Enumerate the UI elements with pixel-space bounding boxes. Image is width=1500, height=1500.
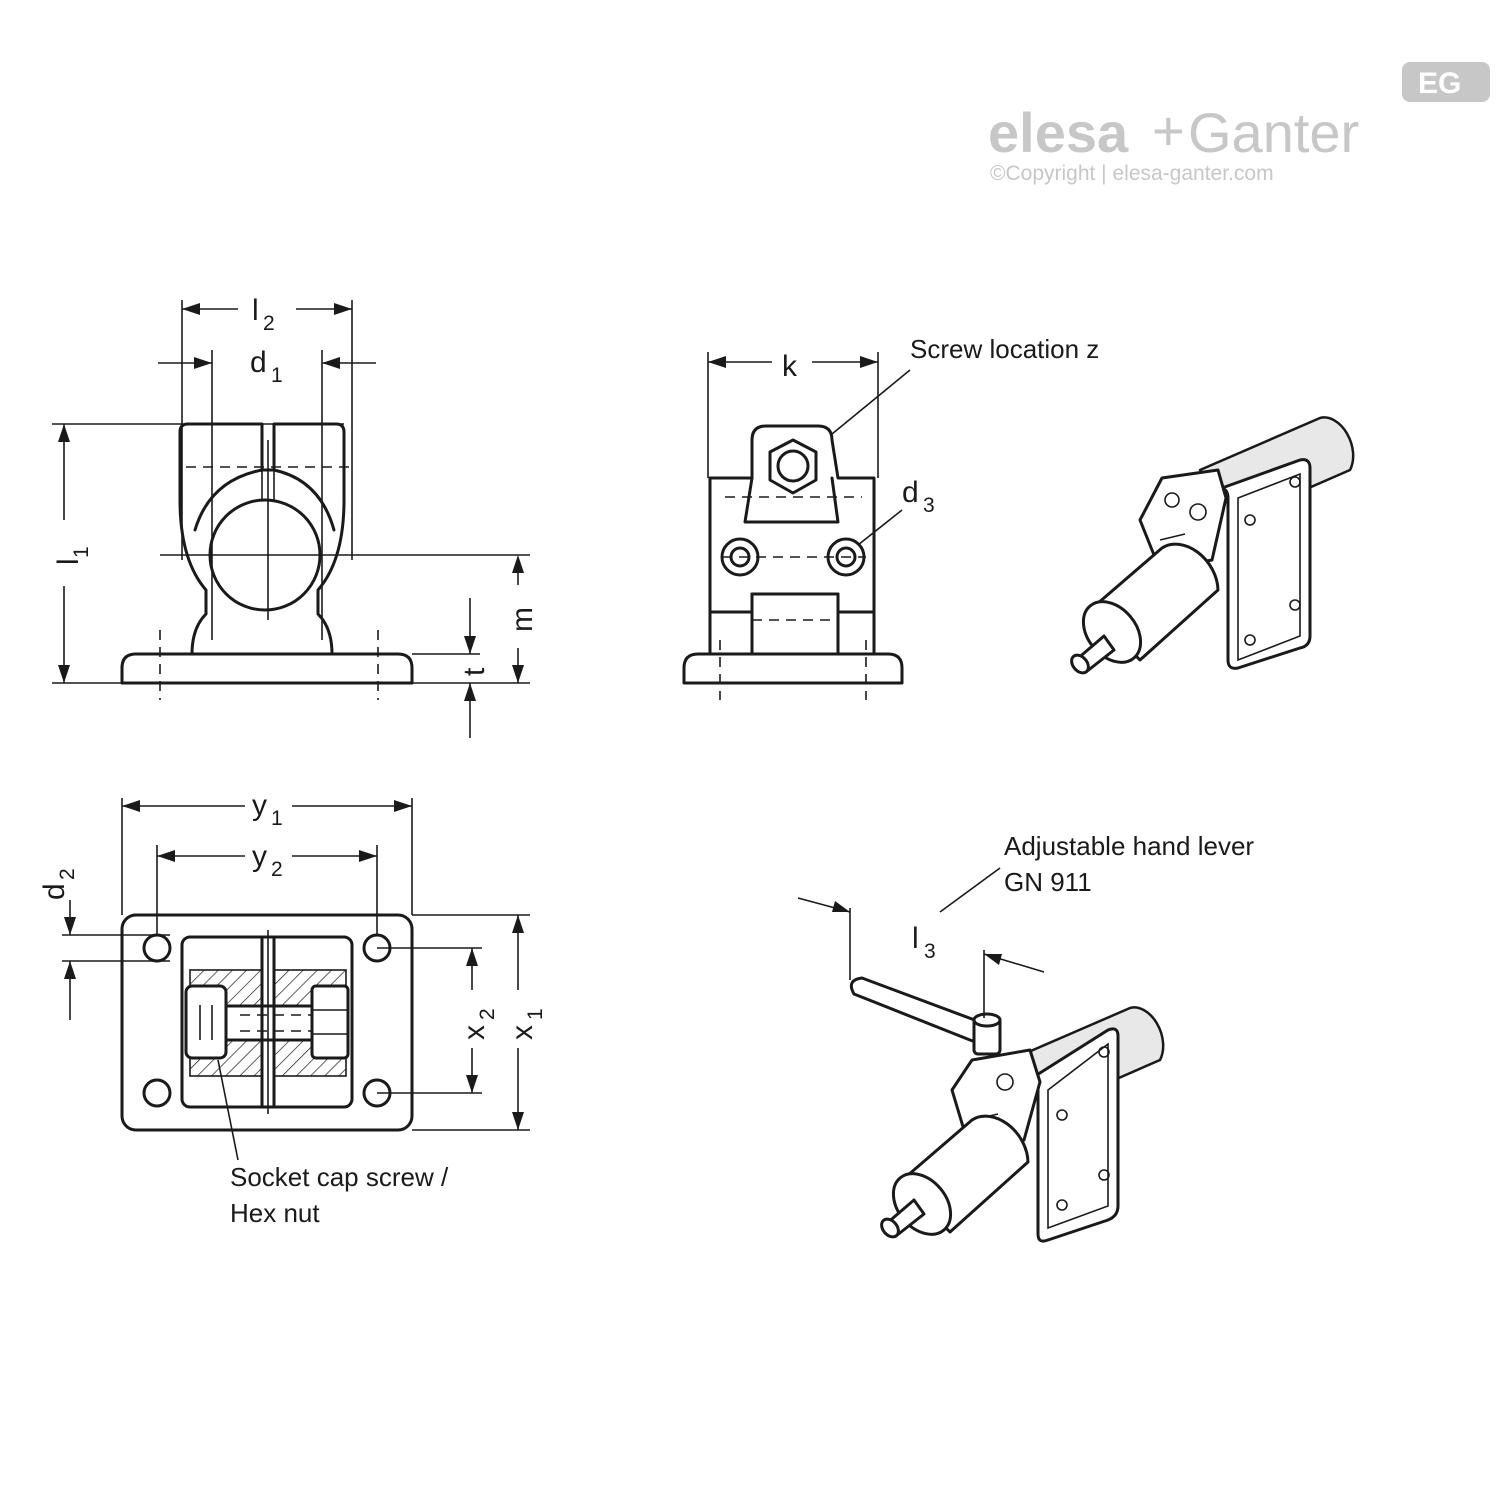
label-d2: d (38, 883, 71, 900)
label-m: m (506, 607, 539, 632)
side-view-dimensions: k Screw location z d 3 (707, 334, 1099, 546)
callout-socket-line2: Hex nut (230, 1198, 320, 1228)
label-y2-sub: 2 (271, 858, 283, 881)
label-d2-sub: 2 (56, 868, 79, 880)
isometric-view-with-lever (849, 976, 1165, 1243)
copyright-text: ©Copyright | elesa-ganter.com (990, 162, 1274, 185)
label-y1-sub: 1 (271, 807, 283, 830)
brand-name-left: elesa (988, 101, 1129, 164)
label-l3: l (912, 922, 919, 955)
label-k: k (782, 350, 798, 383)
label-x1: x (506, 1025, 539, 1040)
top-view-dimensions: y 1 y 2 d 2 x 2 x 1 (38, 789, 547, 1228)
brand-plus: + (1152, 99, 1185, 162)
callout-screw-location: Screw location z (910, 334, 1099, 364)
lever-dimensions: l 3 Adjustable hand lever GN 911 (797, 831, 1254, 1018)
label-y1: y (252, 789, 267, 822)
isometric-view-clamp (1070, 416, 1355, 675)
label-y2: y (252, 840, 267, 873)
callout-lever-line2: GN 911 (1004, 867, 1092, 897)
label-l1-sub: 1 (70, 546, 93, 558)
label-l2-sub: 2 (263, 312, 275, 335)
front-view (120, 422, 530, 700)
label-d3-sub: 3 (923, 494, 935, 517)
callout-socket-line1: Socket cap screw / (230, 1162, 449, 1192)
top-view (120, 913, 414, 1132)
label-t: t (458, 667, 491, 676)
label-l3-sub: 3 (924, 940, 936, 963)
badge-text: EG (1418, 67, 1461, 100)
brand-logo: elesa + Ganter ©Copyright | elesa-ganter… (988, 62, 1490, 185)
label-d3: d (902, 476, 919, 509)
label-d1-sub: 1 (271, 364, 283, 387)
label-l1: l (52, 558, 85, 565)
eg-badge: EG (1402, 62, 1490, 102)
label-x2-sub: 2 (476, 1008, 499, 1020)
label-x1-sub: 1 (524, 1008, 547, 1020)
front-view-dimensions: l 2 d 1 l 1 m t (52, 294, 539, 738)
side-view (682, 424, 904, 700)
label-x2: x (458, 1025, 491, 1040)
callout-lever-line1: Adjustable hand lever (1004, 831, 1254, 861)
label-d1: d (250, 346, 267, 379)
brand-name-right: Ganter (1188, 101, 1359, 164)
label-l2: l (252, 294, 259, 327)
